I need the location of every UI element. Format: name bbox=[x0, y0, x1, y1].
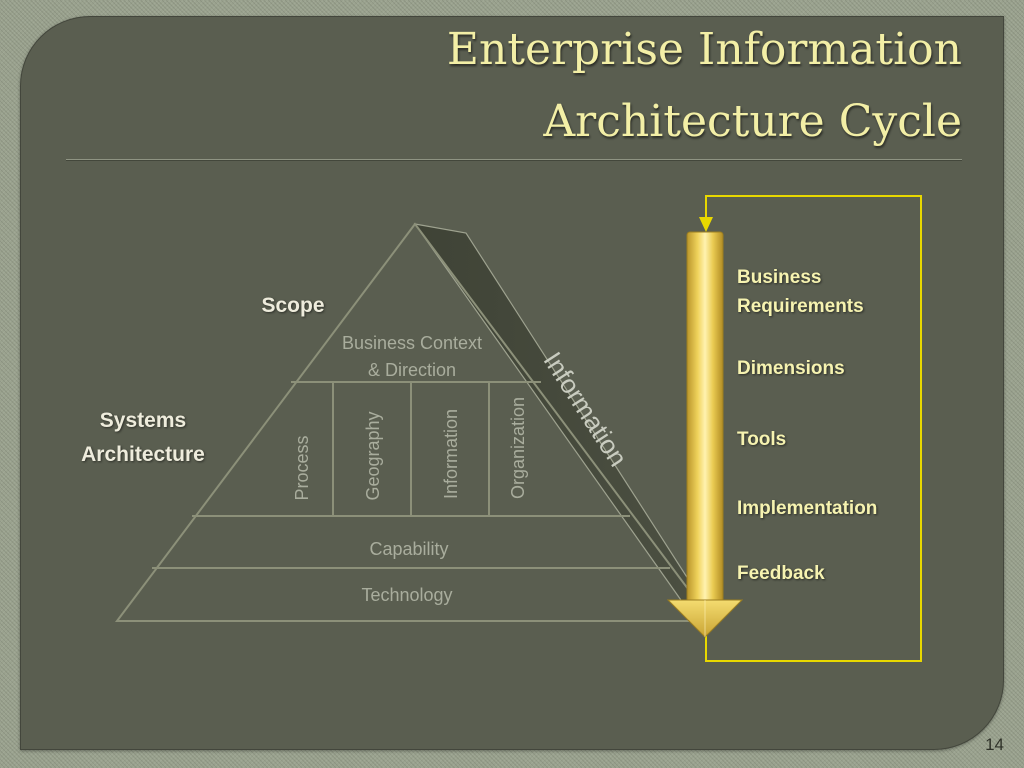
cycle-down-arrow bbox=[666, 231, 744, 638]
cycle-step-implementation: Implementation bbox=[737, 498, 878, 519]
systems-architecture-label-line-2: Architecture bbox=[81, 443, 205, 466]
title-divider bbox=[66, 159, 962, 160]
technology-label: Technology bbox=[361, 585, 452, 605]
cycle-feedback-frame bbox=[705, 195, 922, 662]
scope-label: Scope bbox=[261, 294, 325, 317]
cycle-step-label-line-1: Business bbox=[737, 267, 822, 288]
column-label-process: Process bbox=[292, 435, 312, 500]
systems-architecture-label-line-1: Systems bbox=[99, 409, 187, 432]
column-label-information: Information bbox=[441, 409, 461, 499]
column-label-geography: Geography bbox=[363, 411, 383, 500]
cycle-step-feedback: Feedback bbox=[737, 563, 825, 584]
business-context-label-line-1: Business Context bbox=[342, 333, 482, 353]
cycle-step-label-line-2: Requirements bbox=[737, 296, 864, 317]
capability-label: Capability bbox=[369, 539, 448, 559]
cycle-step-business-requirements: Business Requirements bbox=[737, 263, 927, 321]
business-context-label-line-2: & Direction bbox=[368, 360, 456, 380]
slide-title-line-1: Enterprise Information bbox=[446, 24, 962, 75]
pyramid-outline bbox=[114, 222, 714, 622]
systems-architecture-label: Systems Architecture bbox=[60, 404, 226, 472]
cycle-step-dimensions: Dimensions bbox=[737, 358, 845, 379]
slide-title-line-2: Architecture Cycle bbox=[543, 96, 962, 147]
cycle-step-tools: Tools bbox=[737, 429, 787, 450]
slide-page-number: 14 bbox=[985, 735, 1004, 754]
cycle-frame-arrowhead bbox=[699, 217, 713, 232]
column-label-organization: Organization bbox=[508, 397, 528, 499]
